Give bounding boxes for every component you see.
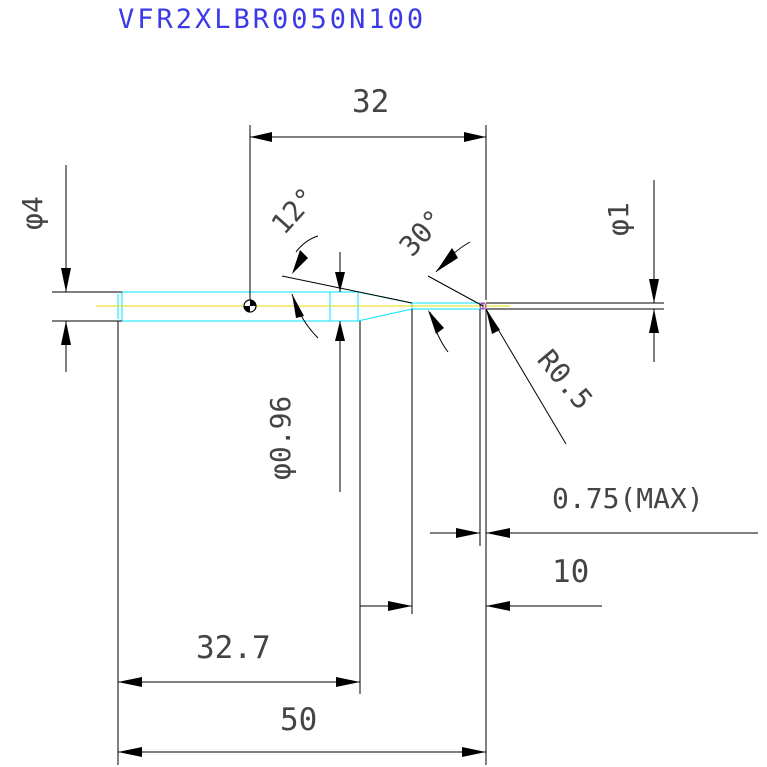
- dim-327-label: 32.7: [196, 630, 271, 666]
- dim-50-label: 50: [280, 702, 317, 738]
- dim-10: [360, 309, 602, 614]
- angle-30-label: 30°: [393, 203, 451, 263]
- angle-12: [281, 235, 413, 339]
- dim-075max: [430, 309, 758, 546]
- dim-50: [118, 606, 487, 765]
- part-number-title: VFR2XLBR0050N100: [118, 4, 426, 35]
- angle-12-label: 12°: [265, 181, 323, 241]
- radius-label: R0.5: [531, 343, 600, 416]
- dim-dia4-label: φ4: [16, 196, 49, 230]
- dim-075max-label: 0.75(MAX): [552, 482, 704, 515]
- dim-dia096-label: φ0.96: [264, 396, 297, 480]
- dim-32-label: 32: [352, 84, 389, 120]
- dim-327: [117, 321, 361, 765]
- dim-dia1-label: φ1: [602, 202, 635, 236]
- angle-30: [427, 241, 484, 353]
- dim-10-label: 10: [552, 554, 589, 590]
- dim-dia4: [52, 165, 122, 372]
- dim-32: [249, 125, 487, 300]
- dim-dia1: [486, 180, 664, 362]
- dim-dia096: [335, 252, 345, 492]
- radius-leader: [485, 308, 567, 445]
- center-mark-icon: [243, 299, 257, 313]
